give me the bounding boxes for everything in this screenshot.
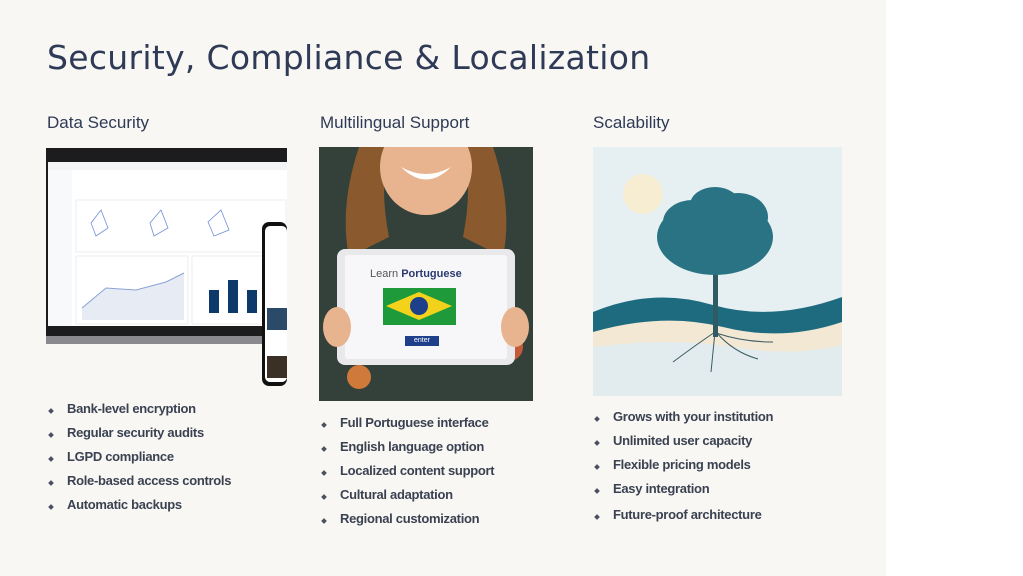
list-item-text: Role-based access controls: [67, 473, 232, 488]
list-item-text: Full Portuguese interface: [340, 415, 489, 430]
list-item: Easy integration: [592, 481, 773, 505]
bullet-icon: [321, 470, 327, 476]
slide-title: Security, Compliance & Localization: [47, 38, 651, 77]
portuguese-tablet-image: Learn Portuguese enter: [319, 147, 533, 401]
tablet-language-text: Portuguese: [401, 268, 462, 280]
bullet-icon: [48, 408, 54, 414]
list-item: Regional customization: [319, 511, 494, 535]
multilingual-list: Full Portuguese interface English langua…: [319, 415, 495, 535]
tablet-heading: Learn Portuguese: [370, 268, 462, 280]
bullet-icon: [594, 514, 600, 520]
bullet-icon: [321, 494, 327, 500]
bullet-icon: [594, 440, 600, 446]
column-heading-multilingual: Multilingual Support: [320, 113, 470, 132]
scalability-list: Grows with your institution Unlimited us…: [592, 409, 773, 531]
list-item-text: Unlimited user capacity: [613, 433, 753, 448]
dashboard-devices-image: [46, 148, 287, 386]
list-item: Bank-level encryption: [46, 401, 231, 425]
bullet-icon: [321, 422, 327, 428]
list-item-text: Regional customization: [340, 511, 480, 526]
list-item-text: Cultural adaptation: [340, 487, 453, 502]
bullet-icon: [48, 480, 54, 486]
list-item-text: Future-proof architecture: [613, 507, 762, 522]
bullet-icon: [48, 456, 54, 462]
list-item: Automatic backups: [46, 497, 231, 521]
list-item-text: Automatic backups: [67, 497, 182, 512]
list-item: Grows with your institution: [592, 409, 773, 433]
tablet-enter-button: enter: [414, 337, 430, 344]
tablet-learn-text: Learn: [370, 268, 399, 280]
list-item: Flexible pricing models: [592, 457, 773, 481]
slide: Security, Compliance & Localization Data…: [0, 0, 886, 576]
list-item: LGPD compliance: [46, 449, 231, 473]
list-item-text: Flexible pricing models: [613, 457, 751, 472]
list-item: Unlimited user capacity: [592, 433, 773, 457]
list-item-text: LGPD compliance: [67, 449, 174, 464]
list-item: Localized content support: [319, 463, 495, 487]
list-item-text: Grows with your institution: [613, 409, 774, 424]
list-item-text: Bank-level encryption: [67, 401, 196, 416]
bullet-icon: [48, 432, 54, 438]
bullet-icon: [594, 488, 600, 494]
list-item-text: English language option: [340, 439, 485, 454]
list-item: Future-proof architecture: [592, 507, 773, 531]
column-heading-data-security: Data Security: [47, 113, 150, 132]
column-heading-scalability: Scalability: [593, 113, 670, 132]
bullet-icon: [321, 446, 327, 452]
tree-roots-image: [593, 147, 842, 396]
bullet-icon: [594, 464, 600, 470]
list-item-text: Localized content support: [340, 463, 495, 478]
bullet-icon: [48, 504, 54, 510]
data-security-list: Bank-level encryption Regular security a…: [46, 401, 231, 521]
bullet-icon: [321, 518, 327, 524]
list-item-text: Easy integration: [613, 481, 710, 496]
list-item-text: Regular security audits: [67, 425, 204, 440]
bullet-icon: [594, 416, 600, 422]
list-item: Cultural adaptation: [319, 487, 494, 511]
list-item: Role-based access controls: [46, 473, 231, 497]
list-item: English language option: [319, 439, 494, 463]
list-item: Full Portuguese interface: [319, 415, 494, 439]
list-item: Regular security audits: [46, 425, 231, 449]
